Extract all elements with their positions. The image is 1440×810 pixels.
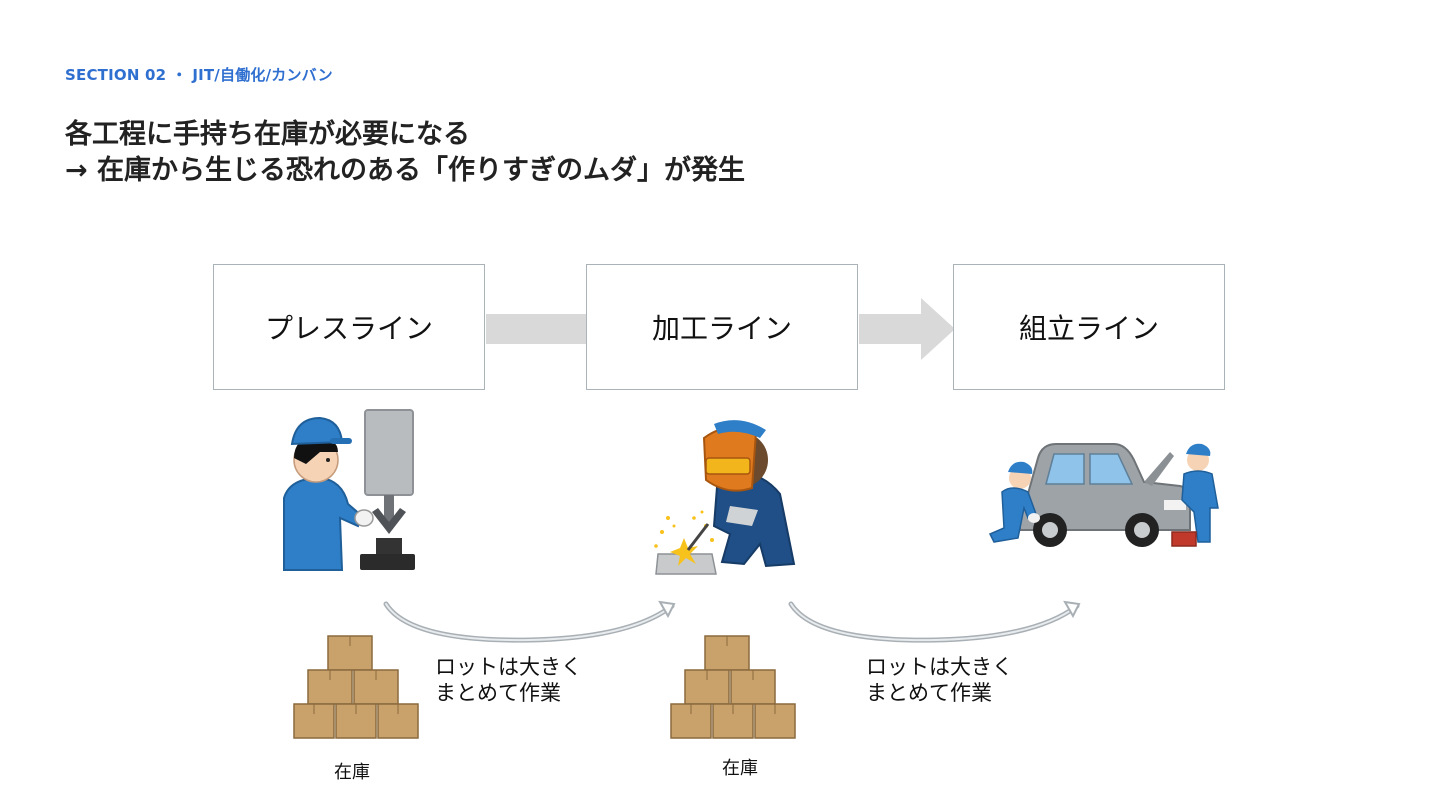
flow-arrowhead-icon — [921, 298, 955, 360]
inventory-label-2: 在庫 — [722, 758, 758, 779]
press-worker-icon — [283, 409, 415, 571]
welder-icon — [654, 420, 796, 575]
flow-band-2 — [859, 314, 925, 344]
title-line-2: → 在庫から生じる恐れのある「作りすぎのムダ」が発生 — [65, 155, 746, 186]
lot-note-2-line2: まとめて作業 — [866, 681, 992, 705]
lot-note-2: ロットは大きく まとめて作業 — [866, 654, 1013, 706]
process-label-assembly: 組立ライン — [1018, 312, 1159, 345]
lot-note-2-line1: ロットは大きく — [866, 655, 1013, 679]
page-title: 各工程に手持ち在庫が必要になる → 在庫から生じる恐れのある「作りすぎのムダ」が… — [65, 117, 745, 189]
process-box-assembly: 組立ライン — [953, 264, 1225, 390]
lot-note-1: ロットは大きく まとめて作業 — [435, 654, 582, 706]
inventory-label-1: 在庫 — [334, 762, 370, 783]
process-box-machining: 加工ライン — [586, 264, 858, 390]
process-label-machining: 加工ライン — [651, 312, 792, 345]
lot-note-1-line2: まとめて作業 — [435, 681, 561, 705]
boxes-icon — [670, 635, 796, 739]
curved-arrow-2-icon — [788, 600, 1081, 643]
boxes-icon — [293, 635, 419, 739]
lot-note-1-line1: ロットは大きく — [435, 655, 582, 679]
curved-arrow-1-icon — [383, 600, 676, 643]
process-box-press: プレスライン — [213, 264, 485, 390]
car-mechanics-icon — [988, 443, 1219, 547]
title-line-1: 各工程に手持ち在庫が必要になる — [65, 119, 470, 150]
process-label-press: プレスライン — [264, 312, 433, 345]
flow-band-1 — [486, 314, 587, 344]
section-label: SECTION 02 ・ JIT/自働化/カンバン — [65, 66, 333, 84]
